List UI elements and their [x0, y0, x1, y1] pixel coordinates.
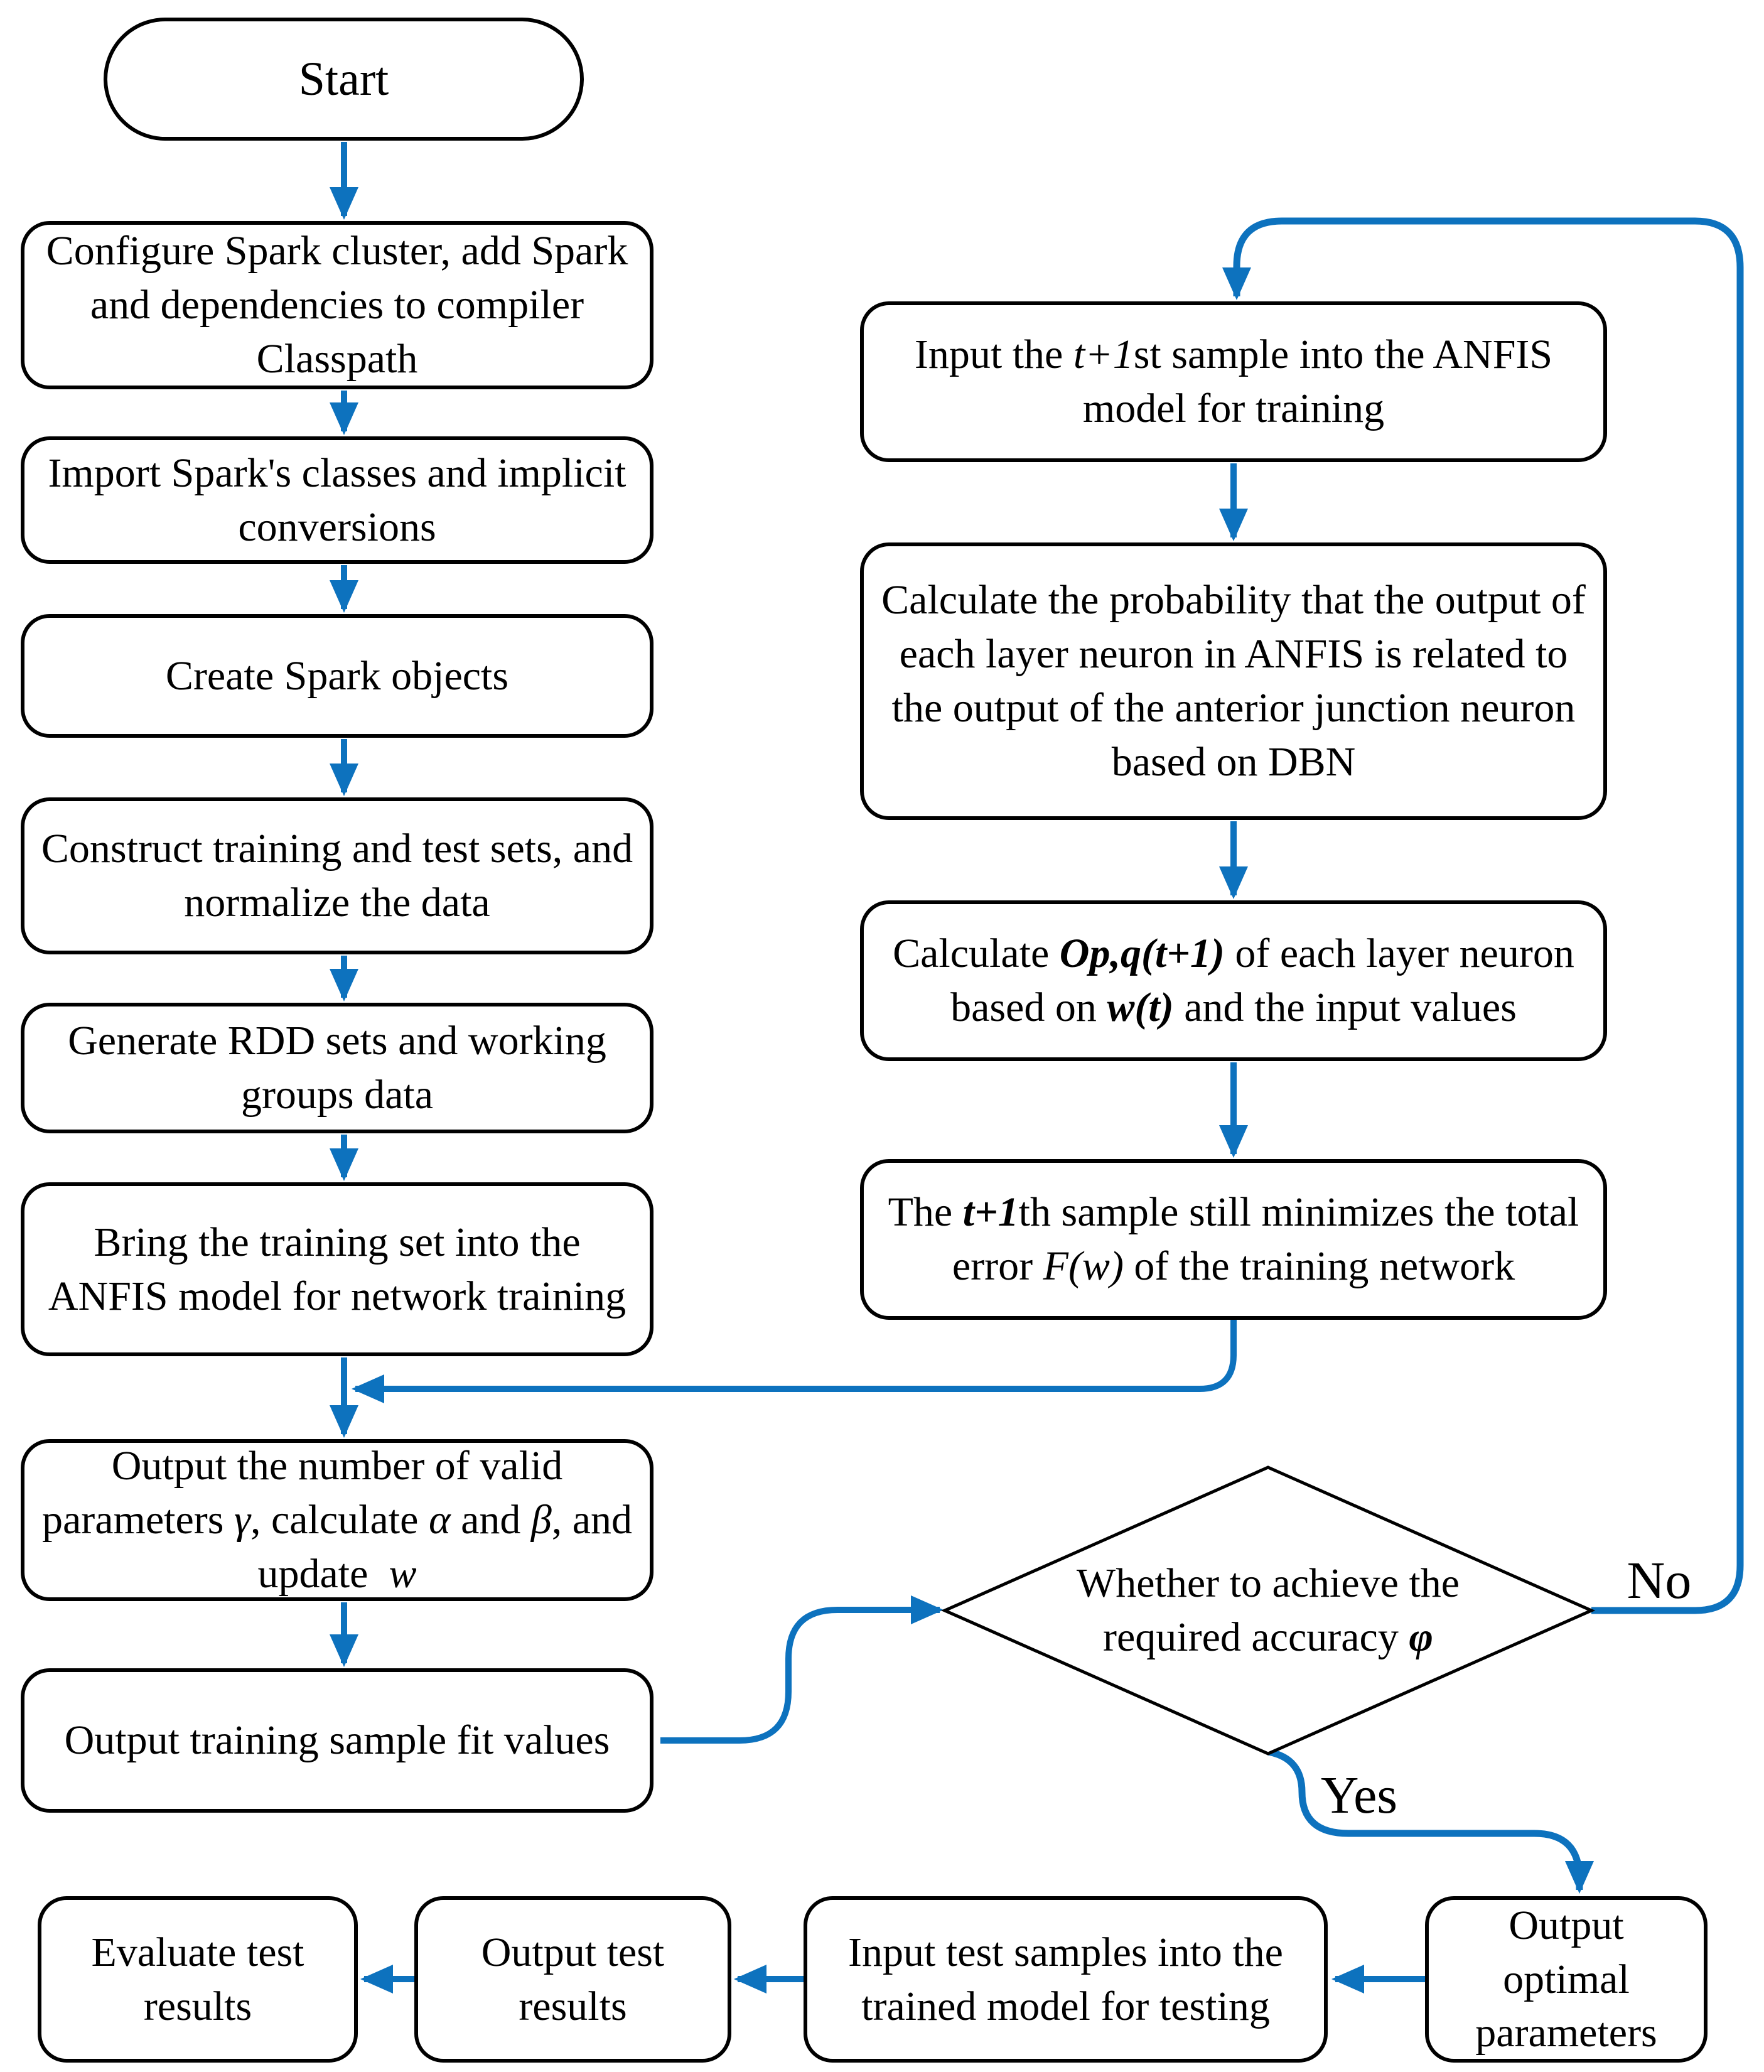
node-minimize-total-error: The t+1th sample still minimizes the tot…	[860, 1159, 1607, 1320]
node-evaluate-test-results: Evaluate test results	[38, 1896, 358, 2063]
node-configure-spark-cluster: Configure Spark cluster, add Spark and d…	[21, 221, 653, 389]
node-import-spark-classes: Import Spark's classes and implicit conv…	[21, 436, 653, 564]
label-no-branch: No	[1627, 1551, 1692, 1610]
decision-diamond-shape	[940, 1465, 1596, 1756]
node-output-training-fit-values: Output training sample fit values	[21, 1668, 653, 1813]
arrow-minimize-feedback-to-junction	[352, 1320, 1237, 1403]
node-start: Start	[104, 18, 584, 141]
node-input-test-samples: Input test samples into the trained mode…	[804, 1896, 1328, 2063]
node-input-t1-sample: Input the t+1st sample into the ANFIS mo…	[860, 301, 1607, 462]
node-generate-rdd-sets: Generate RDD sets and working groups dat…	[21, 1003, 653, 1133]
arrow-fit-values-to-decision	[660, 1595, 944, 1744]
node-create-spark-objects: Create Spark objects	[21, 614, 653, 738]
node-calculate-opq-output: Calculate Op,q(t+1) of each layer neuron…	[860, 900, 1607, 1061]
node-decision-accuracy: Whether to achieve the required accuracy…	[1076, 1560, 1460, 1660]
node-bring-training-set-anfis: Bring the training set into the ANFIS mo…	[21, 1182, 653, 1356]
arrow-decision-yes-to-optimal	[1267, 1748, 1594, 1894]
arrow-decision-no-loop	[1222, 217, 1744, 1614]
label-yes-branch: Yes	[1320, 1766, 1398, 1825]
node-output-valid-parameters: Output the number of valid parameters γ,…	[21, 1439, 653, 1601]
node-construct-training-test-sets: Construct training and test sets, and no…	[21, 797, 653, 954]
node-output-test-results: Output test results	[414, 1896, 731, 2063]
node-output-optimal-parameters: Output optimal parameters	[1425, 1896, 1708, 2063]
node-calculate-probability-dbn: Calculate the probability that the outpu…	[860, 542, 1607, 820]
